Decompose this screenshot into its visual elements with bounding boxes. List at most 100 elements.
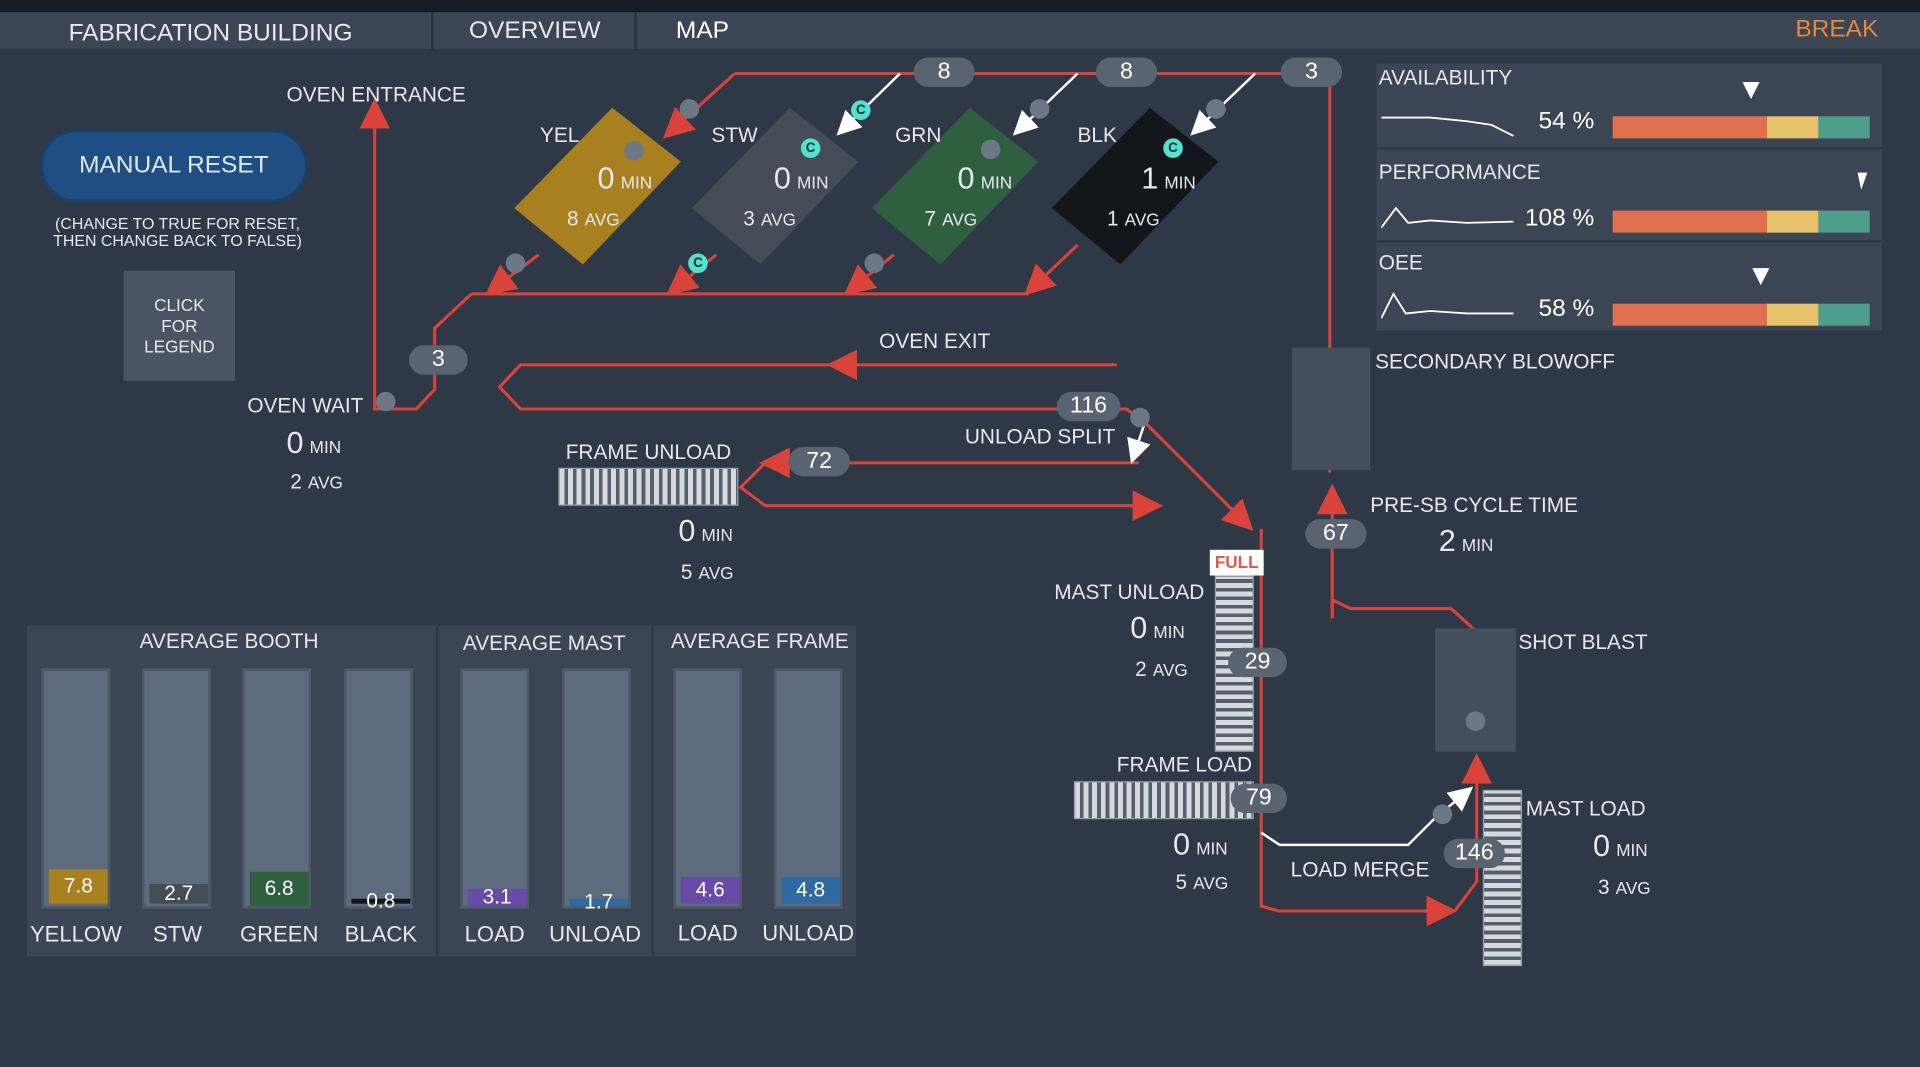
availability-sparkline bbox=[1381, 116, 1514, 137]
booth-blk-name: BLK bbox=[1077, 123, 1117, 147]
target-marker-icon bbox=[1857, 172, 1868, 190]
full-badge: FULL bbox=[1209, 549, 1264, 576]
bar-segment-mid bbox=[1766, 210, 1819, 233]
unit-avg: AVG bbox=[698, 563, 734, 583]
unit-min: MIN bbox=[1153, 622, 1185, 642]
mast-unload-min-value: 0 bbox=[1130, 611, 1148, 646]
carrier-c-icon: C bbox=[1163, 138, 1183, 158]
average-bar-frame-unload: 4.8 bbox=[773, 668, 843, 909]
bar-segment-mid bbox=[1766, 116, 1819, 139]
booth-yel-avg-value: 8 bbox=[566, 206, 579, 231]
oven-entrance-label: OVEN ENTRANCE bbox=[286, 83, 466, 107]
bar-segment-high bbox=[1818, 210, 1870, 233]
header-bar: FABRICATION BUILDING OVERVIEW MAP BREAK bbox=[0, 12, 1920, 49]
reset-note-line-1: (CHANGE TO TRUE FOR RESET, bbox=[55, 214, 301, 233]
performance-sparkline-line bbox=[1381, 206, 1514, 229]
oee-sparkline bbox=[1381, 292, 1514, 319]
booth-stw-name: STW bbox=[711, 123, 758, 147]
oven-wait-min-value: 0 bbox=[286, 426, 304, 461]
unit-min: MIN bbox=[620, 172, 653, 193]
tab-map[interactable]: MAP bbox=[675, 17, 729, 45]
average-bar-yellow: 7.8 bbox=[41, 668, 111, 909]
bar-value-frame-load: 4.6 bbox=[680, 876, 740, 904]
bar-value-green: 6.8 bbox=[249, 871, 309, 907]
tab-overview[interactable]: OVERVIEW bbox=[468, 17, 601, 45]
kpi-panel bbox=[1376, 63, 1883, 331]
mast-load-label: MAST LOAD bbox=[1525, 797, 1646, 821]
target-marker-icon bbox=[1742, 82, 1760, 100]
unit-min: MIN bbox=[1164, 172, 1196, 193]
shot-blast-station bbox=[1435, 628, 1516, 752]
average-bar-black: 0.8 bbox=[344, 668, 413, 911]
average-bar-mast-unload: 1.7 bbox=[562, 668, 631, 912]
bar-segment-high bbox=[1818, 116, 1870, 139]
legend-label-3: LEGEND bbox=[144, 336, 215, 356]
unit-avg: AVG bbox=[1152, 660, 1188, 680]
sensor-dot bbox=[1029, 99, 1050, 119]
legend-button[interactable]: CLICK FOR LEGEND bbox=[123, 270, 236, 381]
pre-sb-label: PRE-SB CYCLE TIME bbox=[1370, 493, 1579, 517]
frame-unload-conveyor bbox=[558, 467, 739, 506]
mast-unload-avg-value: 2 bbox=[1135, 657, 1147, 681]
mast-load-avg-value: 3 bbox=[1597, 875, 1610, 899]
bar-label-frame-unload: UNLOAD bbox=[762, 920, 855, 946]
load-merge-label: LOAD MERGE bbox=[1290, 858, 1430, 882]
bar-value-stw: 2.7 bbox=[149, 883, 209, 904]
frame-load-avg-value: 5 bbox=[1175, 870, 1188, 894]
pre-sb-count: 67 bbox=[1305, 519, 1367, 549]
oee-bar bbox=[1612, 303, 1870, 326]
sensor-dot bbox=[864, 253, 885, 274]
bar-label-yellow: YELLOW bbox=[29, 922, 122, 947]
bar-label-stw: STW bbox=[153, 922, 203, 947]
performance-bar bbox=[1612, 210, 1870, 233]
mast-unload-count: 29 bbox=[1228, 647, 1287, 678]
kpi-oee-label: OEE bbox=[1378, 251, 1423, 275]
sensor-dot bbox=[1432, 804, 1453, 825]
average-booth-title: AVERAGE BOOTH bbox=[139, 629, 319, 653]
unit-avg: AVG bbox=[1124, 209, 1160, 229]
bar-segment-low bbox=[1612, 116, 1767, 139]
unit-avg: AVG bbox=[1193, 873, 1229, 893]
unit-min: MIN bbox=[1616, 840, 1648, 860]
sensor-dot bbox=[1130, 407, 1150, 428]
unit-avg: AVG bbox=[307, 472, 343, 493]
average-bar-frame-load: 4.6 bbox=[673, 668, 743, 909]
frame-load-count: 79 bbox=[1230, 783, 1287, 814]
top-count-2: 8 bbox=[1095, 57, 1158, 87]
bar-value-frame-unload: 4.8 bbox=[781, 876, 841, 904]
unit-min: MIN bbox=[1196, 838, 1228, 859]
average-bar-green: 6.8 bbox=[242, 668, 312, 909]
header-divider bbox=[634, 12, 637, 49]
frame-load-label: FRAME LOAD bbox=[1116, 753, 1253, 777]
bar-segment-mid bbox=[1766, 303, 1819, 326]
reset-instructions: (CHANGE TO TRUE FOR RESET, THEN CHANGE B… bbox=[37, 214, 319, 250]
frame-unload-count: 72 bbox=[788, 446, 850, 477]
frame-load-conveyor bbox=[1073, 781, 1254, 820]
kpi-oee-value: 58 % bbox=[1538, 295, 1595, 323]
sensor-dot bbox=[1206, 99, 1226, 119]
legend-label-1: CLICK bbox=[154, 294, 205, 315]
bar-label-frame-load: LOAD bbox=[677, 920, 738, 946]
booth-blk-min-value: 1 bbox=[1141, 161, 1159, 196]
shift-status: BREAK bbox=[1795, 15, 1879, 43]
target-marker-icon bbox=[1752, 268, 1770, 286]
availability-bar bbox=[1612, 116, 1870, 139]
bar-value-black: 0.8 bbox=[351, 890, 411, 911]
kpi-divider bbox=[1376, 240, 1883, 243]
kpi-performance-label: PERFORMANCE bbox=[1378, 160, 1541, 184]
booth-yel-name: YEL bbox=[540, 123, 580, 147]
manual-reset-button[interactable]: MANUAL RESET bbox=[40, 129, 308, 203]
